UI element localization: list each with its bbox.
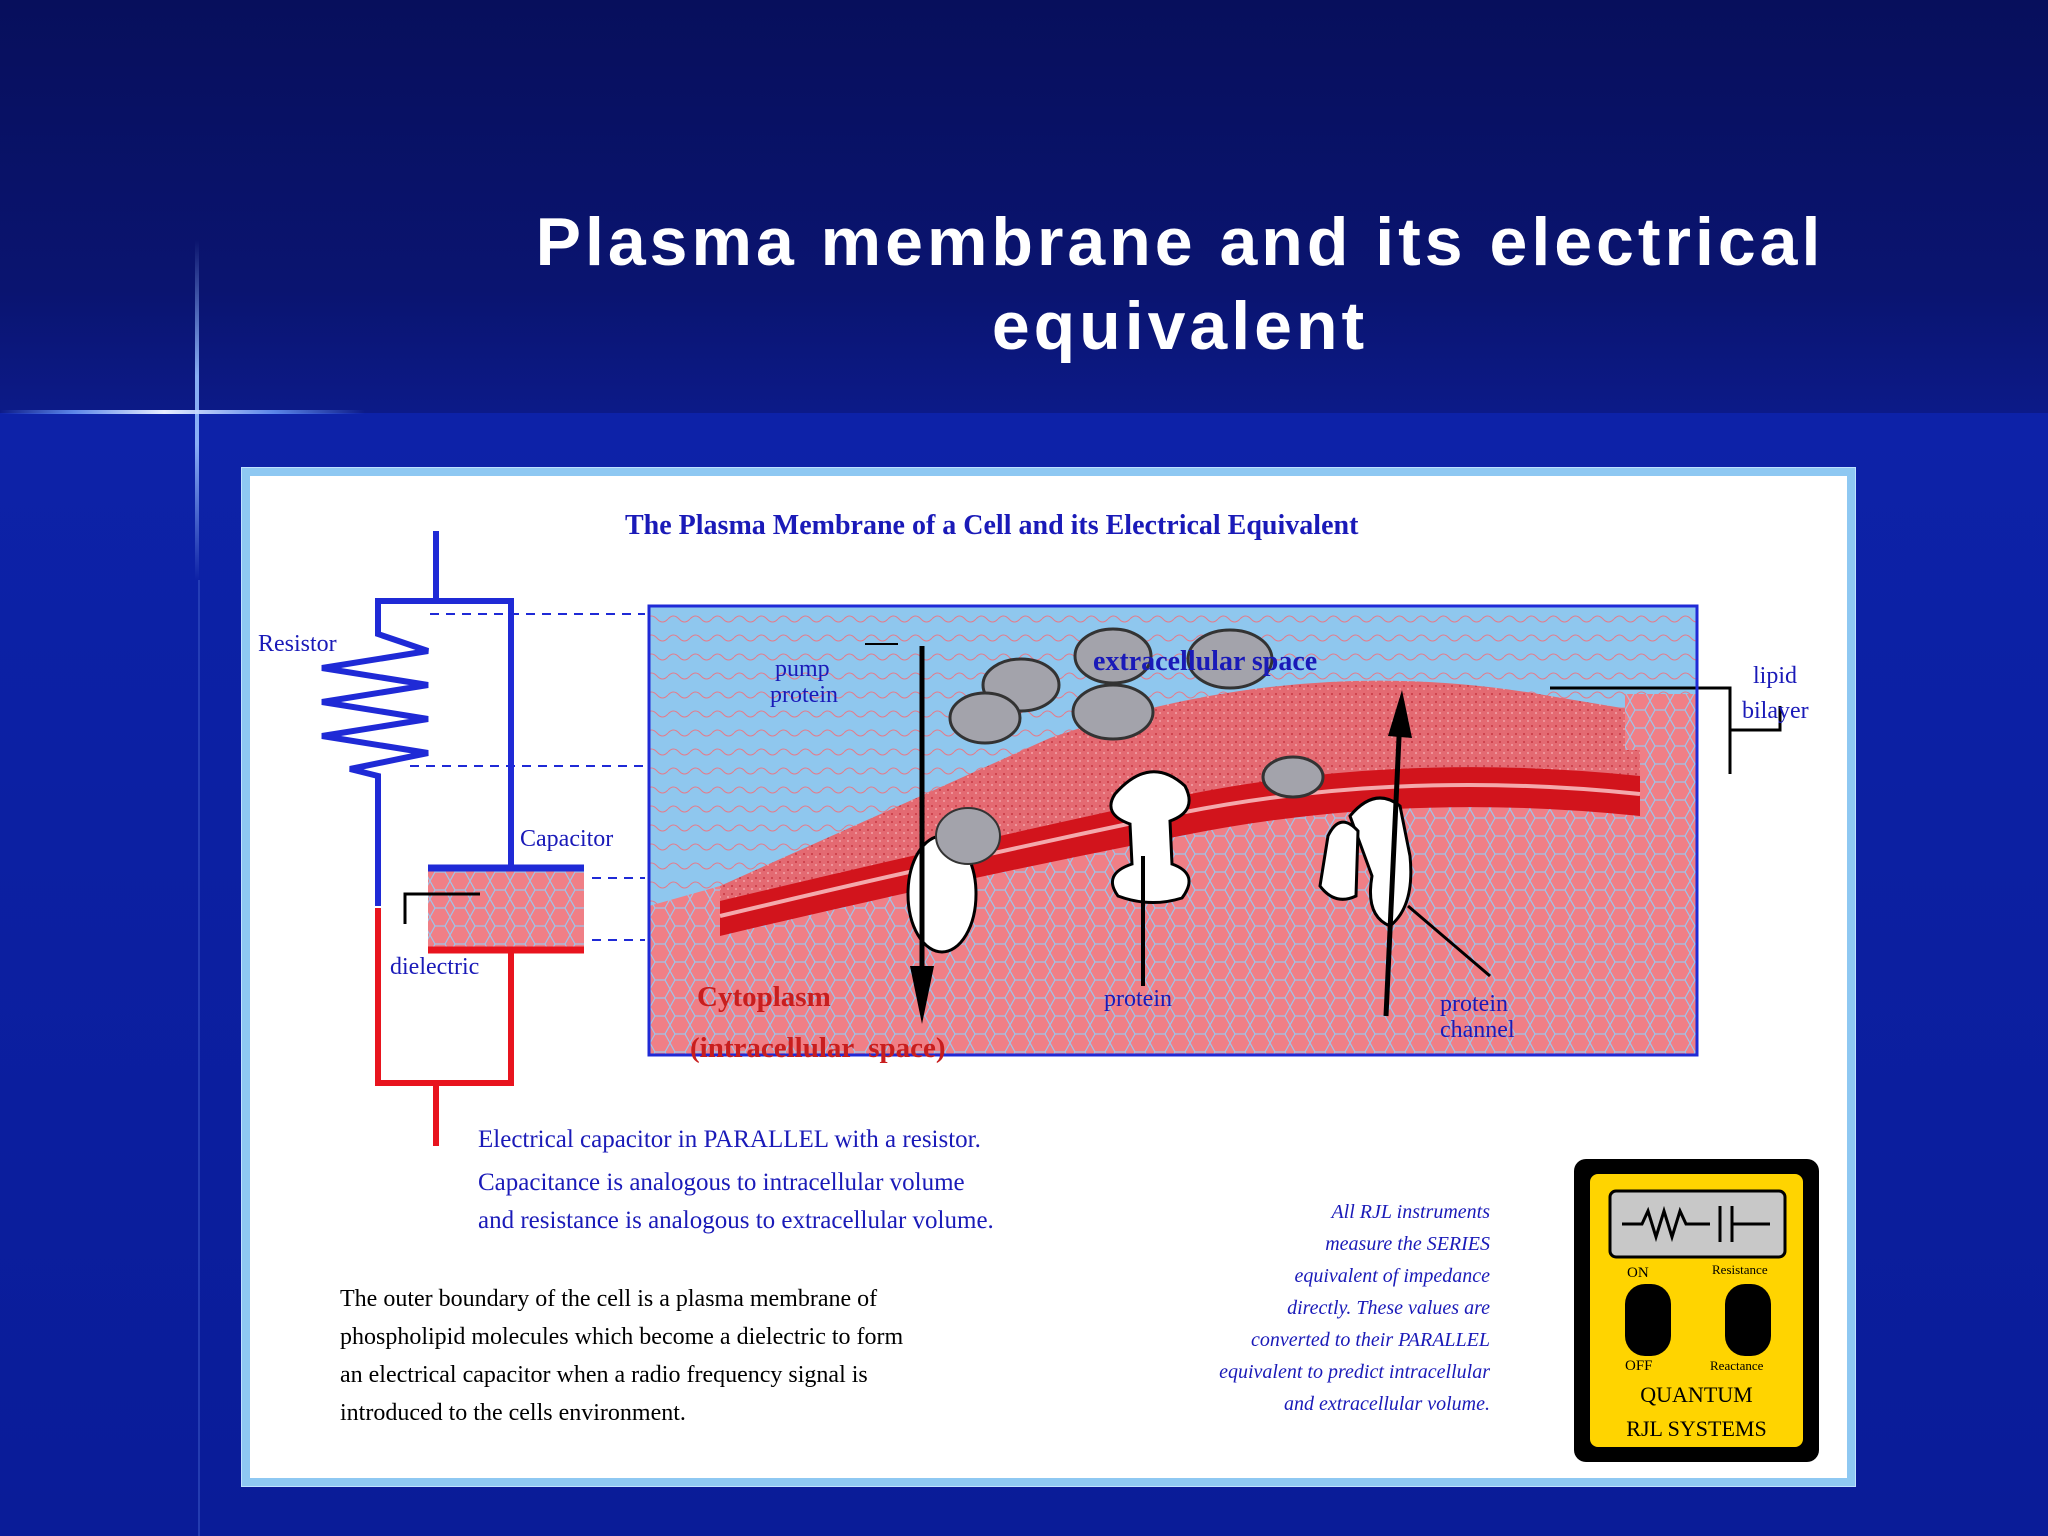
circuit-top-branch	[375, 598, 514, 866]
pump-protein-shadow	[935, 807, 1001, 865]
quantum-device	[1574, 1159, 1819, 1462]
membrane-panel-border	[647, 604, 1699, 1057]
instrument-note-line-5: converted to their PARALLEL	[1250, 1329, 1490, 1351]
channel-arrow-head	[1388, 690, 1412, 738]
intracellular-label: (intracellular space)	[690, 1032, 946, 1064]
surface-protein-6	[1261, 755, 1325, 799]
figure-frame: The Plasma Membrane of a Cell and its El…	[241, 467, 1856, 1487]
instrument-note-line-1: All RJL instruments	[1331, 1201, 1490, 1223]
lipid-label-line-1: lipid	[1753, 663, 1798, 689]
pump-arrow-head	[910, 966, 934, 1024]
resistor-zigzag	[321, 606, 429, 906]
figure-title: The Plasma Membrane of a Cell and its El…	[625, 510, 1359, 541]
slide-title-line-2: equivalent	[991, 288, 1369, 364]
membrane-proteins	[865, 627, 1491, 1024]
description-line-3: an electrical capacitor when a radio fre…	[340, 1362, 868, 1388]
instrument-note-line-7: and extracellular volume.	[1283, 1393, 1490, 1415]
lipid-bracket	[1550, 686, 1782, 774]
pump-protein-label-line-2: protein	[770, 682, 838, 708]
dielectric-pointer	[403, 892, 480, 924]
device-resistance-label: Resistance	[1712, 1262, 1768, 1277]
pump-protein-label-line-1: pump	[775, 656, 830, 682]
description-line-4: introduced to the cells environment.	[340, 1400, 686, 1426]
device-reactance-label: Reactance	[1710, 1358, 1764, 1373]
device-mode-switch	[1725, 1284, 1771, 1356]
instrument-note-line-6: equivalent to predict intracellular	[1219, 1361, 1490, 1383]
surface-protein-2	[1073, 627, 1153, 685]
caption-line-1: Electrical capacitor in PARALLEL with a …	[478, 1126, 981, 1153]
description-line-1: The outer boundary of the cell is a plas…	[340, 1286, 878, 1312]
slide-title: Plasma membrane and its electrical equiv…	[440, 200, 1920, 368]
channel-protein-left	[1318, 820, 1360, 901]
device-power-switch	[1625, 1284, 1671, 1356]
slide-title-line-1: Plasma membrane and its electrical	[535, 204, 1825, 280]
decorative-horizontal-line	[0, 410, 365, 414]
circuit	[321, 531, 645, 1146]
integral-protein	[1109, 770, 1191, 905]
membrane-diagram	[321, 531, 1819, 1462]
instrument-note-line-2: measure the SERIES	[1325, 1233, 1490, 1255]
device-brand-line-2: RJL SYSTEMS	[1626, 1416, 1767, 1441]
device-on-label: ON	[1627, 1265, 1649, 1281]
protein-label: protein	[1104, 986, 1172, 1012]
caption-line-3: and resistance is analogous to extracell…	[478, 1207, 994, 1234]
figure-canvas: The Plasma Membrane of a Cell and its El…	[250, 476, 1847, 1478]
surface-protein-3	[948, 691, 1022, 745]
dielectric-label: dielectric	[390, 954, 480, 980]
decorative-dim-line	[198, 580, 200, 1536]
header-band	[0, 0, 2048, 413]
cytoplasm-label: Cytoplasm	[697, 981, 831, 1013]
resistor-label: Resistor	[258, 631, 337, 657]
instrument-note-line-4: directly. These values are	[1287, 1297, 1490, 1319]
extracellular-label: extracellular space	[1093, 646, 1318, 677]
device-off-label: OFF	[1625, 1358, 1653, 1374]
capacitor-dielectric	[428, 870, 584, 948]
caption-line-2: Capacitance is analogous to intracellula…	[478, 1169, 965, 1196]
lipid-label-line-2: bilayer	[1742, 698, 1809, 724]
device-screen-waveform	[1622, 1205, 1710, 1243]
surface-protein-4	[1071, 683, 1155, 741]
channel-label-line-1: protein	[1440, 991, 1508, 1017]
description-line-2: phospholipid molecules which become a di…	[340, 1324, 904, 1350]
channel-arrow-shaft	[1383, 715, 1403, 1017]
surface-protein-5	[1186, 628, 1274, 690]
lipid-bilayer-sample	[1625, 694, 1697, 750]
instrument-note-line-3: equivalent of impedance	[1294, 1265, 1491, 1287]
device-brand: QUANTUM RJL SYSTEMS	[1590, 1378, 1803, 1446]
channel-label-line-2: channel	[1440, 1017, 1515, 1043]
circuit-bottom-branch	[375, 908, 514, 1086]
instrument-note: All RJL instruments measure the SERIES e…	[1130, 1196, 1490, 1420]
capacitor-label: Capacitor	[520, 826, 614, 852]
device-brand-line-1: QUANTUM	[1640, 1382, 1753, 1407]
channel-pointer	[1407, 904, 1491, 978]
